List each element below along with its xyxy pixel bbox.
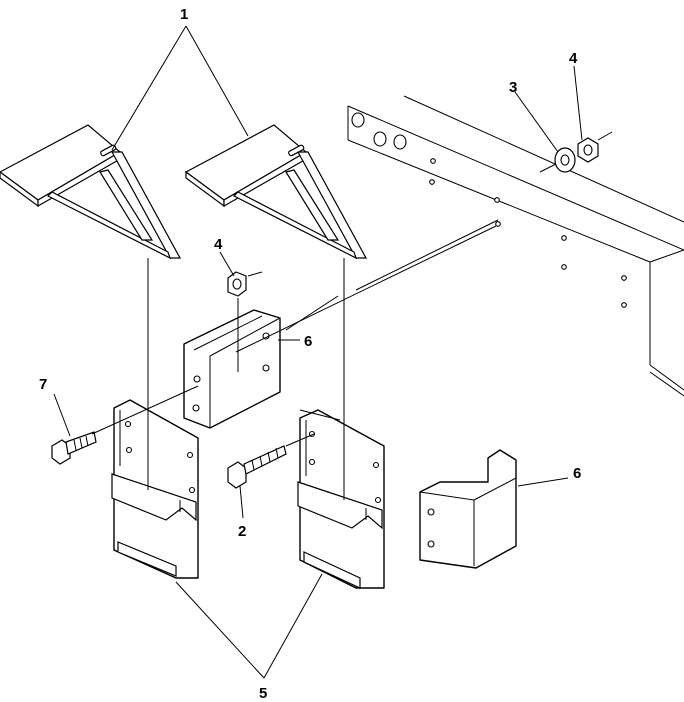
callout-1: 1: [180, 6, 188, 23]
step-bracket-left: [111, 399, 199, 579]
callout-5: 5: [259, 685, 267, 702]
bolt-item-2: [227, 445, 287, 489]
callout-2: 2: [238, 523, 246, 540]
callout-6-right: 6: [573, 465, 581, 482]
washer-item-3: [554, 147, 576, 173]
callout-6-center: 6: [304, 333, 312, 350]
step-right: [184, 124, 368, 260]
nut-item-4-right: [577, 137, 599, 163]
u-bracket-right: [419, 449, 517, 569]
callout-7: 7: [39, 376, 47, 393]
leader-lines: [53, 25, 583, 679]
callout-4-right: 4: [569, 50, 578, 67]
callout-4-center: 4: [214, 236, 223, 253]
callout-3: 3: [509, 79, 517, 96]
assembly-lines: [91, 131, 613, 500]
nut-item-4-center: [227, 271, 247, 297]
u-bracket-center: [183, 309, 281, 429]
step-bracket-right: [297, 409, 385, 589]
step-left: [0, 124, 182, 260]
bolt-item-7: [51, 431, 97, 465]
frame-rail: [347, 95, 684, 397]
